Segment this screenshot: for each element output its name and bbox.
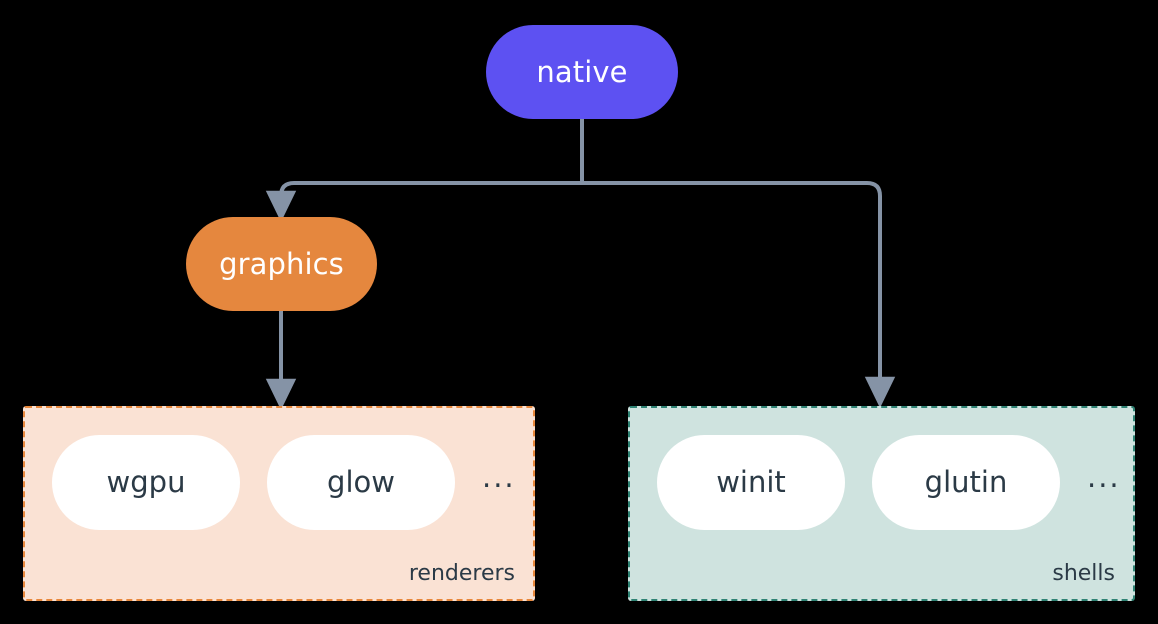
group-renderers: wgpu glow ... renderers bbox=[23, 406, 535, 601]
node-graphics-label: graphics bbox=[219, 246, 344, 281]
group-shells: winit glutin ... shells bbox=[628, 406, 1135, 601]
leaf-wgpu[interactable]: wgpu bbox=[52, 435, 240, 530]
leaf-glow-label: glow bbox=[327, 465, 395, 499]
group-shells-label: shells bbox=[1052, 561, 1115, 586]
edge-native-to-graphics bbox=[265, 181, 582, 223]
node-native-label: native bbox=[536, 54, 628, 89]
shells-overflow-ellipsis: ... bbox=[1087, 460, 1121, 494]
renderers-overflow-ellipsis: ... bbox=[482, 460, 516, 494]
leaf-glow[interactable]: glow bbox=[267, 435, 455, 530]
leaf-winit-label: winit bbox=[716, 465, 786, 499]
node-native[interactable]: native bbox=[486, 25, 678, 119]
edge-native-to-shells bbox=[582, 181, 896, 409]
leaf-wgpu-label: wgpu bbox=[106, 465, 186, 499]
leaf-glutin[interactable]: glutin bbox=[872, 435, 1060, 530]
node-graphics[interactable]: graphics bbox=[186, 217, 377, 311]
leaf-glutin-label: glutin bbox=[924, 465, 1008, 499]
renderers-item-row: wgpu glow ... bbox=[25, 435, 516, 530]
shells-item-row: winit glutin ... bbox=[630, 435, 1121, 530]
group-renderers-label: renderers bbox=[408, 561, 515, 586]
leaf-winit[interactable]: winit bbox=[657, 435, 845, 530]
